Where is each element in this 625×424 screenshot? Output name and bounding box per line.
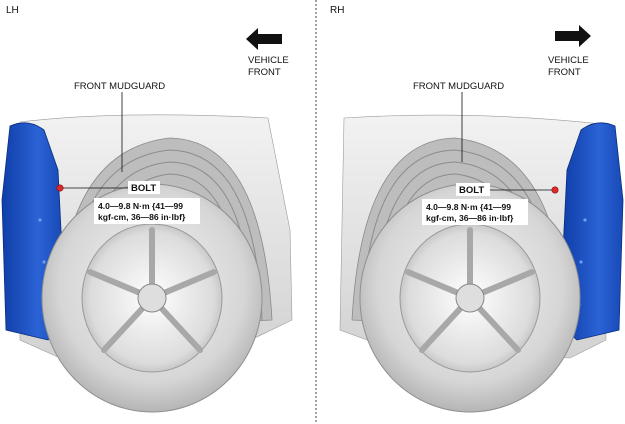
lh-bolt-label-bg [128,181,160,194]
rh-panel: RH VEHICLE FRONT [330,5,624,413]
rh-hub [455,283,485,313]
lh-side-label: LH [6,5,19,16]
rh-vehicle-front-line1: VEHICLE [548,55,589,66]
rh-front-mudguard-label: FRONT MUDGUARD [413,81,504,92]
rh-torque-bg [422,199,528,225]
rh-vehicle-front-line2: FRONT [548,67,581,78]
lh-bolt-marker [56,184,64,192]
lh-front-mudguard-label: FRONT MUDGUARD [74,81,165,92]
lh-bolt-label: BOLT [131,183,156,194]
lh-vehicle-front-line2: FRONT [248,67,281,78]
lh-torque-line2: kgf-cm, 36—86 in·lbf} [98,212,186,222]
lh-panel: LH VEHICLE FRONT [1,5,293,413]
rh-vehicle-front-arrow-icon [555,25,591,47]
lh-vehicle-front-arrow-icon [246,28,282,50]
rh-torque-line2: kgf-cm, 36—86 in·lbf} [426,213,514,223]
rh-bolt-label: BOLT [459,185,484,196]
lh-hub [137,283,167,313]
rh-bolt-marker [551,186,559,194]
lh-vehicle-front-line1: VEHICLE [248,55,289,66]
lh-torque-line1: 4.0—9.8 N·m {41—99 [98,201,183,211]
rh-torque-line1: 4.0—9.8 N·m {41—99 [426,202,511,212]
rh-bolt-label-bg [456,183,490,196]
rh-side-label: RH [330,5,344,16]
lh-torque-bg [94,198,200,224]
